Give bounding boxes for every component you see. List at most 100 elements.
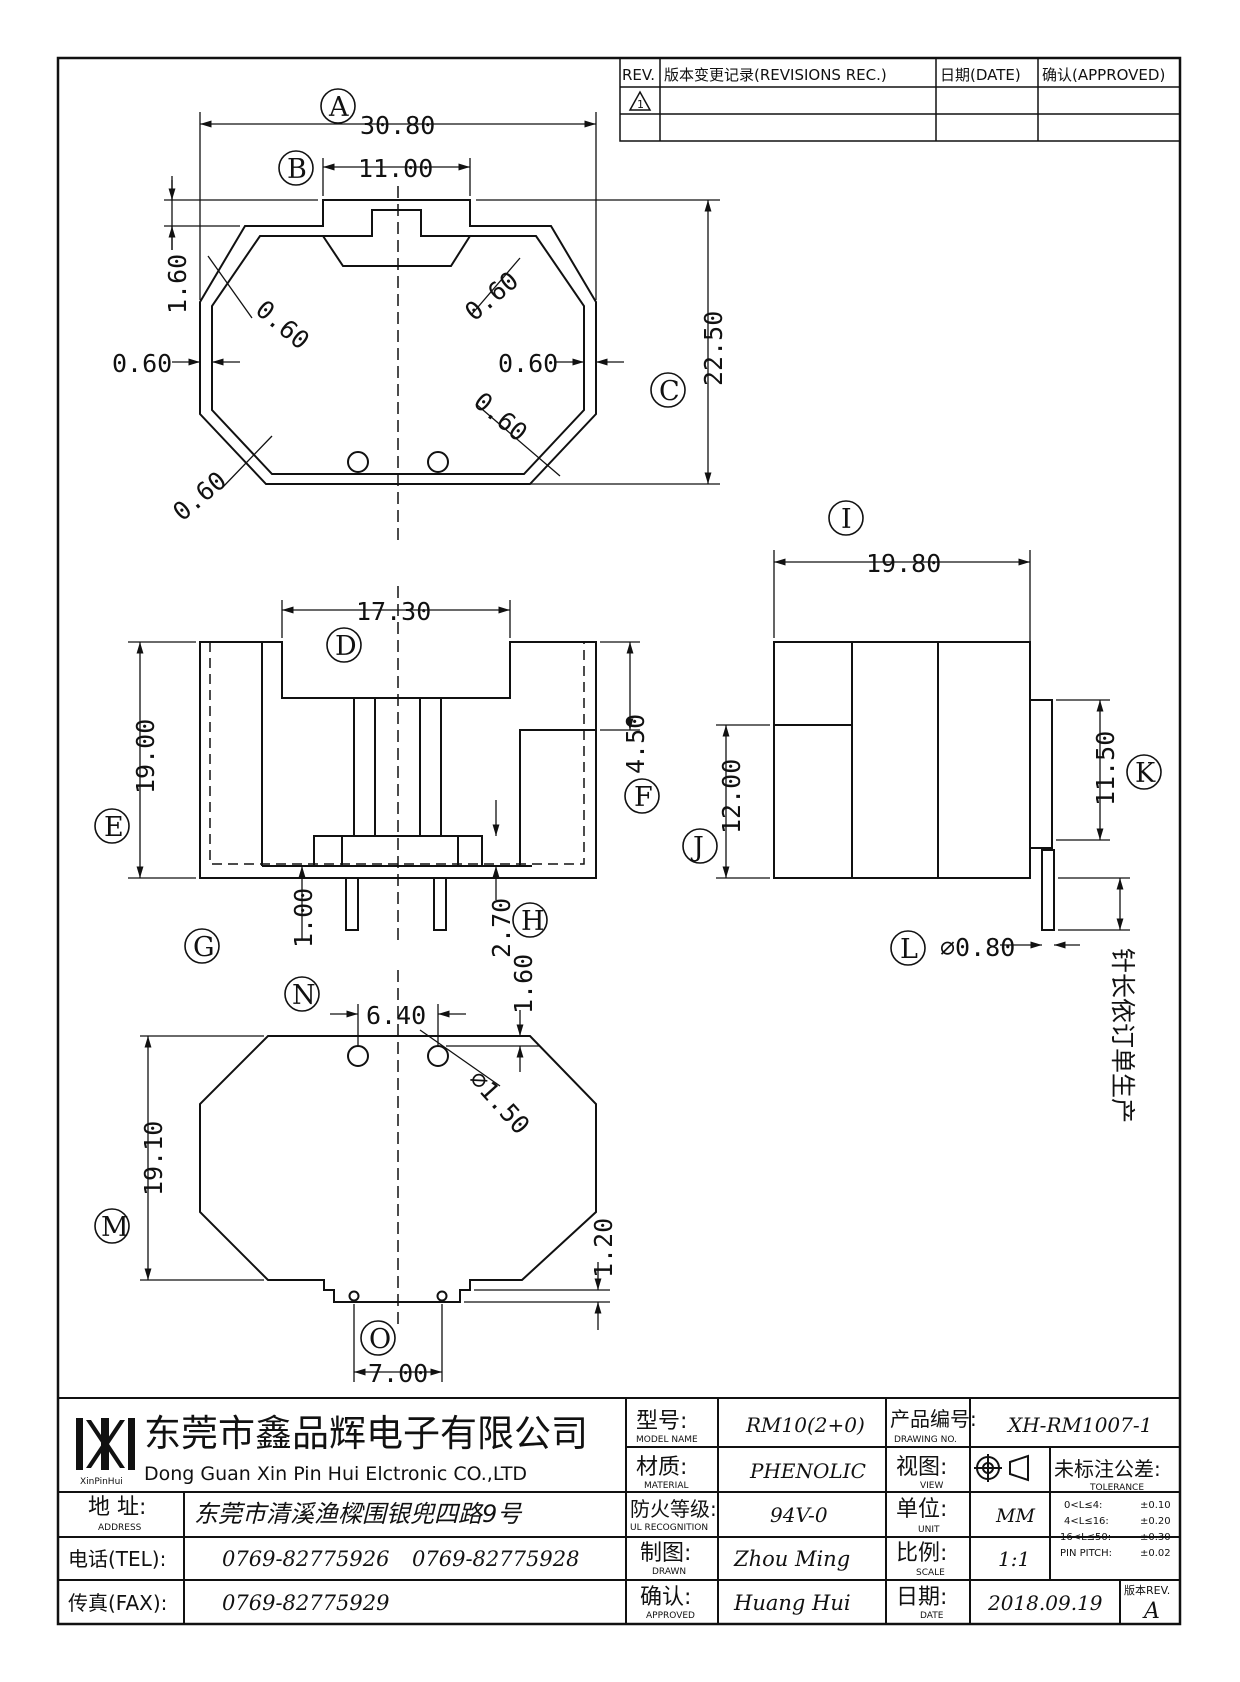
model-label-en: MODEL NAME (636, 1435, 698, 1445)
tolerance-range-1: 0<L≤4: (1064, 1500, 1102, 1511)
approved-value: Huang Hui (733, 1591, 851, 1615)
address-label-en: ADDRESS (98, 1523, 142, 1533)
scale-value: 1:1 (998, 1547, 1030, 1571)
fax-value: 0769-82775929 (222, 1591, 389, 1615)
unit-label: 单位: (896, 1497, 947, 1522)
dim-chamfer-5: 0.60 (468, 386, 533, 447)
date-header: 日期(DATE) (940, 66, 1021, 84)
callout-k: K (1135, 758, 1156, 789)
dim-top-1-60: 1.60 (163, 254, 192, 314)
callout-a: A (328, 92, 349, 123)
dim-n: 6.40 (366, 1001, 426, 1030)
revisions-header: 版本变更记录(REVISIONS REC.) (664, 66, 887, 84)
date-value: 2018.09.19 (987, 1591, 1103, 1615)
drawing-no-label: 产品编号: (890, 1407, 977, 1431)
dim-d: 17.30 (356, 597, 431, 626)
dim-b: 11.00 (358, 154, 433, 183)
dim-k: 11.50 (1091, 731, 1120, 806)
dim-chamfer-6: 0.60 (167, 466, 232, 527)
callout-g: G (193, 932, 215, 963)
dim-chamfer-2: 0.60 (459, 266, 524, 327)
tolerance-range-2: 4<L≤16: (1064, 1516, 1109, 1527)
rev-label: 版本REV. (1124, 1583, 1170, 1597)
dim-chamfer-3: 0.60 (112, 349, 172, 378)
dim-bottom-offset: 1.20 (589, 1218, 618, 1278)
tel-value-1: 0769-82775926 (222, 1547, 389, 1571)
unit-value: MM (995, 1505, 1035, 1527)
tolerance-value-3: ±0.30 (1140, 1532, 1171, 1543)
model-value: RM10(2+0) (745, 1413, 865, 1437)
dim-j: 12.00 (717, 759, 746, 834)
dim-hole-offset: 1.60 (509, 954, 538, 1014)
scale-label: 比例: (896, 1541, 947, 1566)
address-value: 东莞市清溪渔樑围银兜四路9号 (194, 1500, 523, 1528)
material-value: PHENOLIC (749, 1459, 866, 1483)
approved-header: 确认(APPROVED) (1042, 66, 1165, 84)
side-note: 针长依订单生产 (1108, 948, 1137, 1123)
dim-a: 30.80 (360, 111, 435, 140)
fax-label: 传真(FAX): (68, 1591, 167, 1615)
approved-label: 确认: (640, 1585, 691, 1610)
tolerance-value-4: ±0.02 (1140, 1548, 1171, 1559)
approved-label-en: APPROVED (646, 1611, 695, 1621)
drawn-value: Zhou Ming (733, 1547, 850, 1571)
view-label-en: VIEW (920, 1481, 943, 1491)
flame-label-en: UL RECOGNITION (630, 1523, 708, 1533)
company-logo (76, 1418, 135, 1470)
tel-value-2: 0769-82775928 (412, 1547, 579, 1571)
tolerance-range-3: 16<L≤50: (1060, 1532, 1111, 1543)
callout-b: B (287, 154, 307, 185)
dim-f: 4.50 (621, 714, 650, 774)
callout-e: E (104, 812, 124, 843)
callout-h: H (521, 906, 545, 937)
callout-f: F (634, 782, 653, 813)
company-name-en: Dong Guan Xin Pin Hui Elctronic CO.,LTD (144, 1463, 527, 1485)
dim-hole-leader (419, 1029, 501, 1087)
scale-label-en: SCALE (916, 1568, 945, 1578)
dim-hole-dia: ⌀1.50 (464, 1065, 536, 1140)
callout-n: N (292, 980, 316, 1011)
tolerance-value-1: ±0.10 (1140, 1500, 1171, 1511)
dim-chamfer-1: 0.60 (250, 294, 315, 355)
projection-symbol-icon (974, 1454, 1029, 1482)
model-label: 型号: (636, 1409, 687, 1434)
rev-mark-1: 1 (637, 98, 644, 111)
date-label: 日期: (896, 1585, 947, 1610)
drawing-no-value: XH-RM1007-1 (1006, 1413, 1152, 1437)
tolerance-value-2: ±0.20 (1140, 1516, 1171, 1527)
tolerance-range-4: PIN PITCH: (1060, 1548, 1112, 1559)
title-block (58, 1397, 1180, 1624)
date-label-en: DATE (920, 1611, 944, 1621)
drawn-label-en: DRAWN (652, 1567, 686, 1577)
dim-l: ⌀0.80 (940, 933, 1015, 962)
dim-c: 22.50 (699, 311, 728, 386)
dim-e: 19.00 (131, 719, 160, 794)
revision-table (619, 57, 1181, 142)
callout-i: I (841, 504, 852, 535)
drawing-frame (56, 56, 1182, 1626)
callout-d: D (335, 631, 357, 662)
address-label: 地 址: (88, 1495, 146, 1520)
callout-o: O (369, 1324, 391, 1355)
callout-c: C (659, 376, 680, 407)
dim-i: 19.80 (866, 549, 941, 578)
material-label: 材质: (636, 1455, 687, 1480)
logo-caption: XinPinHui (80, 1477, 123, 1487)
tel-label: 电话(TEL): (68, 1547, 166, 1571)
flame-value: 94V-0 (770, 1503, 828, 1527)
tolerance-label-en: TOLERANCE (1089, 1483, 1144, 1493)
callout-m: M (101, 1212, 129, 1243)
dim-h: 2.70 (487, 898, 516, 958)
callout-l: L (900, 934, 918, 965)
front-view-hidden-lines (209, 642, 585, 865)
dim-chamfer-4: 0.60 (498, 349, 558, 378)
flame-label: 防火等级: (630, 1497, 717, 1521)
side-view (773, 641, 1055, 931)
dim-o: 7.00 (368, 1359, 428, 1388)
view-label: 视图: (896, 1455, 947, 1480)
rev-header: REV. (622, 66, 655, 84)
dim-m: 19.10 (139, 1121, 168, 1196)
rev-value: A (1142, 1599, 1160, 1624)
tolerance-label: 未标注公差: (1054, 1457, 1161, 1481)
